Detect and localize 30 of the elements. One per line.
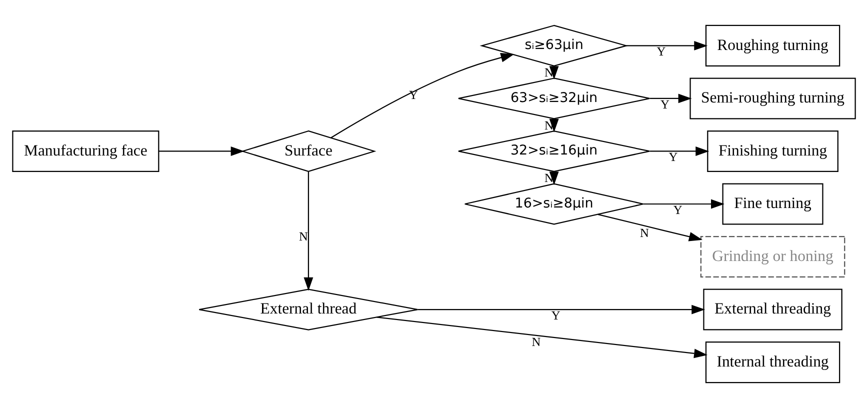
node-diamond: 16>sᵢ≥8μin: [464, 183, 644, 225]
edge-label: N: [532, 334, 541, 349]
arrow: [330, 52, 514, 138]
node-diamond: External thread: [198, 288, 418, 330]
edge-label: Y: [660, 97, 670, 112]
edge-label: Y: [668, 150, 678, 164]
node-box: Fine turning: [722, 183, 824, 225]
edge-label: Y: [551, 308, 560, 322]
node-box: Manufacturing face: [12, 130, 160, 172]
arrow: [650, 94, 692, 104]
node-box: Grinding or honing: [700, 236, 846, 278]
arrow: [650, 146, 710, 156]
node-diamond: Surface: [240, 130, 376, 172]
arrow: [598, 214, 702, 242]
edge-label: N: [640, 226, 649, 240]
arrow: [376, 316, 708, 358]
arrow: [418, 304, 706, 314]
node-box: External threading: [703, 288, 842, 330]
arrow: [158, 146, 244, 156]
edge-label: Y: [673, 202, 682, 217]
edge-label: Y: [408, 88, 418, 102]
edge-label: Y: [656, 44, 666, 59]
arrow: [304, 172, 314, 291]
arrow: [643, 199, 724, 209]
edge-label: N: [298, 229, 308, 244]
node-box: Roughing turning: [705, 24, 840, 66]
arrow: [626, 40, 708, 50]
node-box: Finishing turning: [707, 130, 838, 172]
node-box: Internal threading: [705, 342, 840, 384]
node-box: Semi-roughing turning: [690, 78, 856, 120]
